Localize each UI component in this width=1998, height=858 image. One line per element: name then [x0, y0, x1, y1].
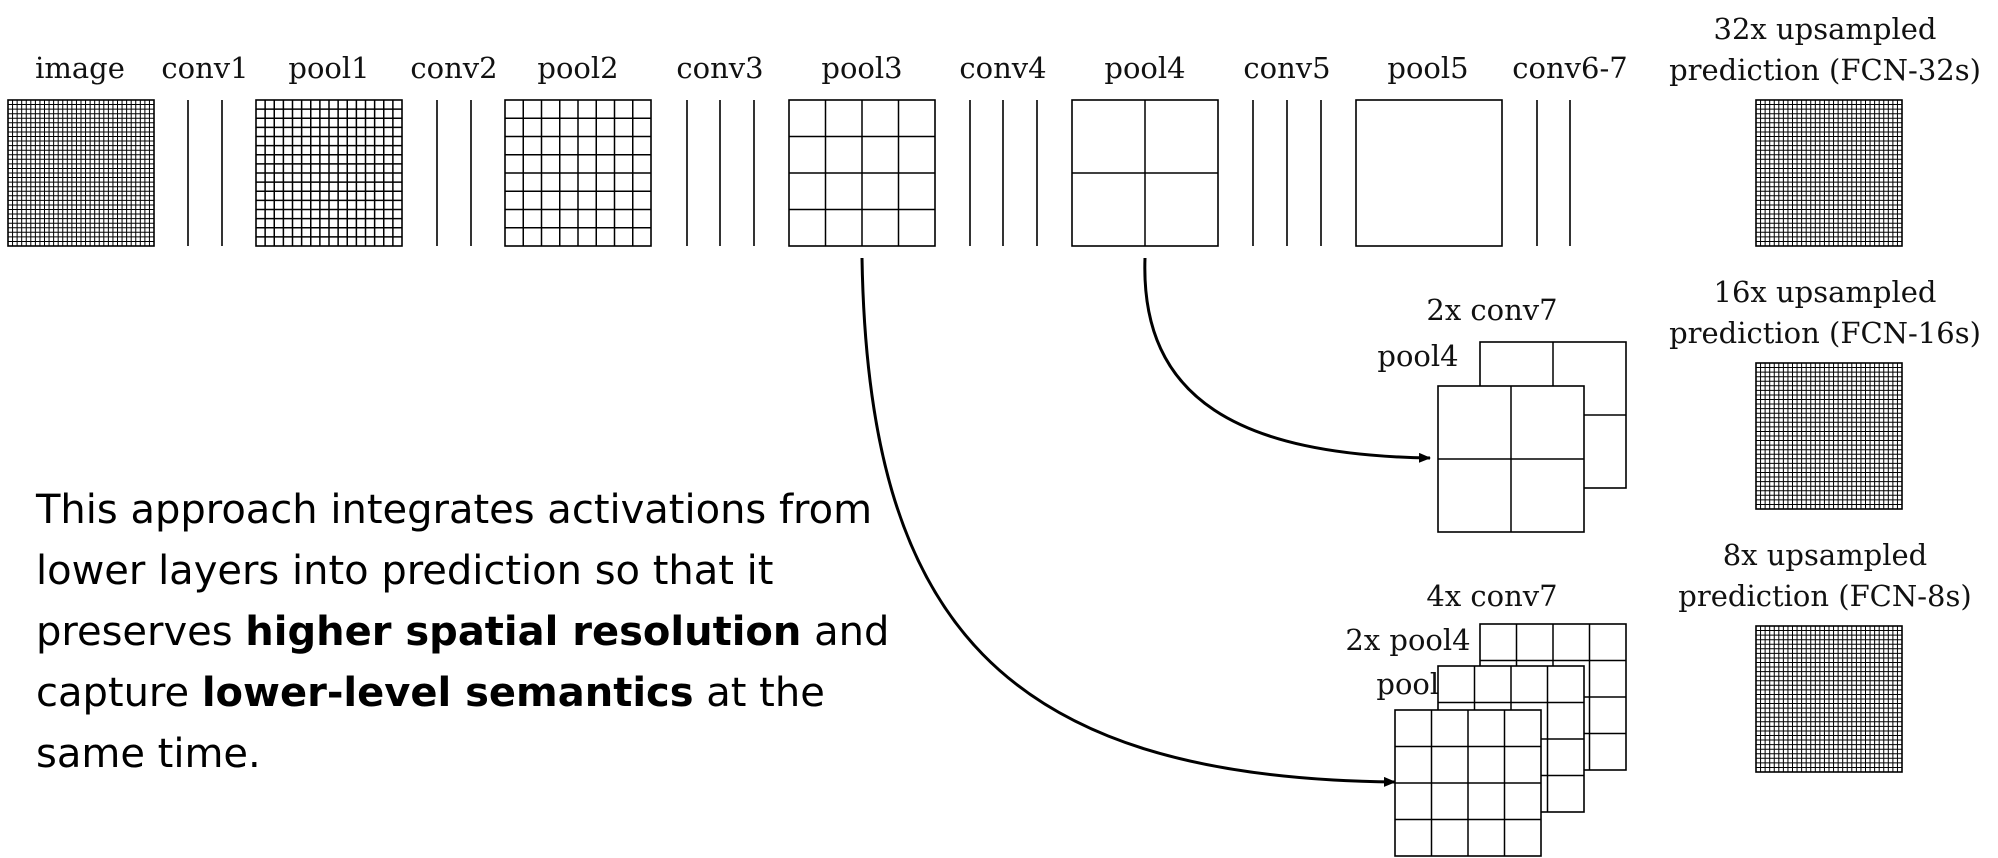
label-fcn32-line2: prediction (FCN-32s) — [1669, 53, 1981, 87]
label-fcn32-line1: 32x upsampled — [1714, 12, 1937, 46]
pool2-grid-lines — [505, 100, 651, 246]
pool3-skip-arrow — [860, 257, 1396, 787]
fuse8-pool3-grid-lines — [1395, 710, 1541, 856]
label-pool2: pool2 — [537, 51, 618, 85]
label-4x-conv7: 4x conv7 — [1426, 579, 1557, 613]
caption-part-1: This approach integrates activations fro… — [36, 487, 873, 655]
label-pool3: pool3 — [821, 51, 902, 85]
fcn32-output-grid-lines — [1756, 100, 1902, 246]
label-conv5: conv5 — [1243, 51, 1330, 85]
label-pool1: pool1 — [288, 51, 369, 85]
label-image: image — [35, 51, 125, 85]
label-conv6-7: conv6-7 — [1512, 51, 1627, 85]
layer-shapes — [7, 99, 1903, 857]
label-fcn8-line2: prediction (FCN-8s) — [1678, 579, 1971, 613]
label-2x-pool4: 2x pool4 — [1345, 623, 1470, 657]
label-fcn16-line2: prediction (FCN-16s) — [1669, 316, 1981, 350]
label-pool5: pool5 — [1387, 51, 1468, 85]
label-2x-conv7: 2x conv7 — [1426, 293, 1557, 327]
pool4-skip-arrow — [1143, 257, 1431, 463]
label-conv2: conv2 — [410, 51, 497, 85]
label-fcn8-line1: 8x upsampled — [1723, 538, 1928, 572]
caption-bold-2: lower-level semantics — [201, 670, 694, 716]
label-pool4-fuse16: pool4 — [1377, 339, 1458, 373]
fcn8-output-grid-lines — [1756, 626, 1902, 772]
caption-text: This approach integrates activations fro… — [36, 480, 936, 785]
caption-part-2: and capture — [36, 609, 890, 716]
fuse16-pool4-grid-lines — [1438, 386, 1584, 532]
pool3-grid-lines — [789, 100, 935, 246]
image-grid-lines — [8, 100, 154, 246]
pool4-grid-lines — [1072, 100, 1218, 246]
caption-part-3: at the same time. — [36, 670, 825, 777]
pool5-grid — [1355, 99, 1503, 247]
label-pool4: pool4 — [1104, 51, 1185, 85]
label-conv3: conv3 — [676, 51, 763, 85]
label-conv4: conv4 — [959, 51, 1046, 85]
fcn16-output-grid-lines — [1756, 363, 1902, 509]
pool1-grid-lines — [256, 100, 402, 246]
label-conv1: conv1 — [161, 51, 248, 85]
caption-bold-1: higher spatial resolution — [245, 609, 802, 655]
label-fcn16-line1: 16x upsampled — [1714, 275, 1937, 309]
